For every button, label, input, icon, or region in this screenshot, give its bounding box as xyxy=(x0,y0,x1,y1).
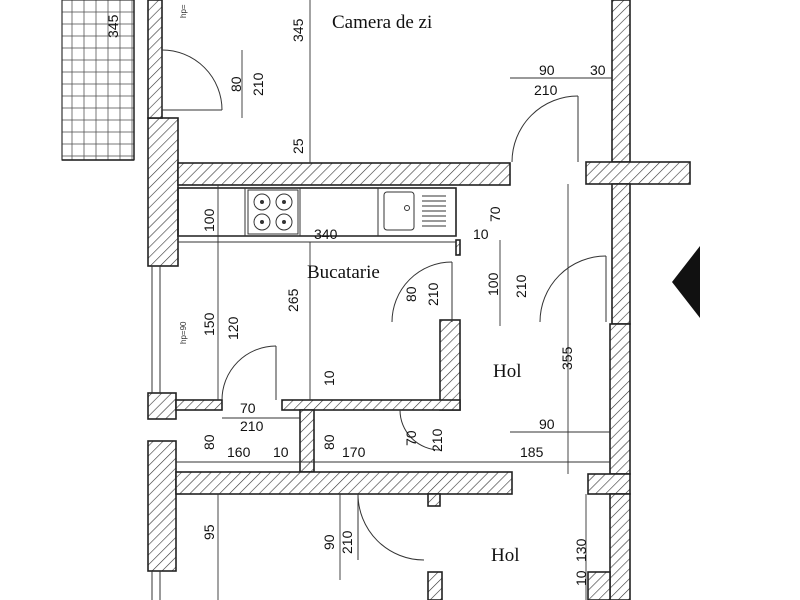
dimension-70-right: 70 xyxy=(487,206,503,222)
room-label-kitchen: Bucatarie xyxy=(307,262,380,283)
dimension-210-top: 210 xyxy=(250,72,266,96)
dimension-80-bath: 80 xyxy=(201,434,217,450)
dimension-70-hall2: 70 xyxy=(403,430,419,446)
dimension-95: 95 xyxy=(201,524,217,540)
entrance-arrow-icon xyxy=(672,246,700,318)
sink-icon xyxy=(383,191,446,231)
dimension-80-kitchen-door: 80 xyxy=(403,286,419,302)
hp-note-90: hp=90 xyxy=(179,321,188,344)
hp-note-top: hp= xyxy=(179,4,188,18)
dimension-80-mid: 80 xyxy=(321,434,337,450)
dimension-90-top: 90 xyxy=(539,62,555,78)
dimension-90-hall2: 90 xyxy=(539,416,555,432)
room-label-hall-1: Hol xyxy=(493,361,522,382)
dimension-340: 340 xyxy=(314,226,338,242)
dimension-345-balcony: 345 xyxy=(105,14,121,38)
dimension-90-bottom: 90 xyxy=(321,534,337,550)
dimension-130: 130 xyxy=(573,538,589,562)
balcony xyxy=(61,0,135,161)
dimension-30-top: 30 xyxy=(590,62,606,78)
dimension-265: 265 xyxy=(285,288,301,312)
dimension-10-right: 10 xyxy=(473,226,489,242)
room-label-living: Camera de zi xyxy=(332,12,432,33)
dimension-355: 355 xyxy=(559,346,575,370)
dimension-10-bath: 10 xyxy=(273,444,289,460)
dimension-100-kitchen: 100 xyxy=(201,208,217,232)
dimension-210-kitchen-door: 210 xyxy=(425,282,441,306)
walls xyxy=(147,0,691,600)
dimension-150: 150 xyxy=(201,312,217,336)
dimension-lines xyxy=(176,0,612,600)
dimension-210-hall2: 210 xyxy=(429,428,445,452)
doors xyxy=(161,49,607,561)
dimension-80-top: 80 xyxy=(228,76,244,92)
dimension-10-mid: 10 xyxy=(321,370,337,386)
dimension-345-living: 345 xyxy=(290,18,306,42)
dimension-160: 160 xyxy=(227,444,251,460)
stove-icon xyxy=(247,189,299,235)
kitchen-counter xyxy=(177,187,457,237)
dimension-210-hall: 210 xyxy=(513,274,529,298)
room-label-hall-2: Hol xyxy=(491,545,520,566)
dimension-25: 25 xyxy=(290,138,306,154)
dimension-210-bottom: 210 xyxy=(339,530,355,554)
dimension-210-bath: 210 xyxy=(240,418,264,434)
dimension-170: 170 xyxy=(342,444,366,460)
dimension-70-bath: 70 xyxy=(240,400,256,416)
dimension-185: 185 xyxy=(520,444,544,460)
dimension-210-topright: 210 xyxy=(534,82,558,98)
dimension-120: 120 xyxy=(225,316,241,340)
dimension-100-hall: 100 xyxy=(485,272,501,296)
dimension-10-bottom: 10 xyxy=(573,570,589,586)
